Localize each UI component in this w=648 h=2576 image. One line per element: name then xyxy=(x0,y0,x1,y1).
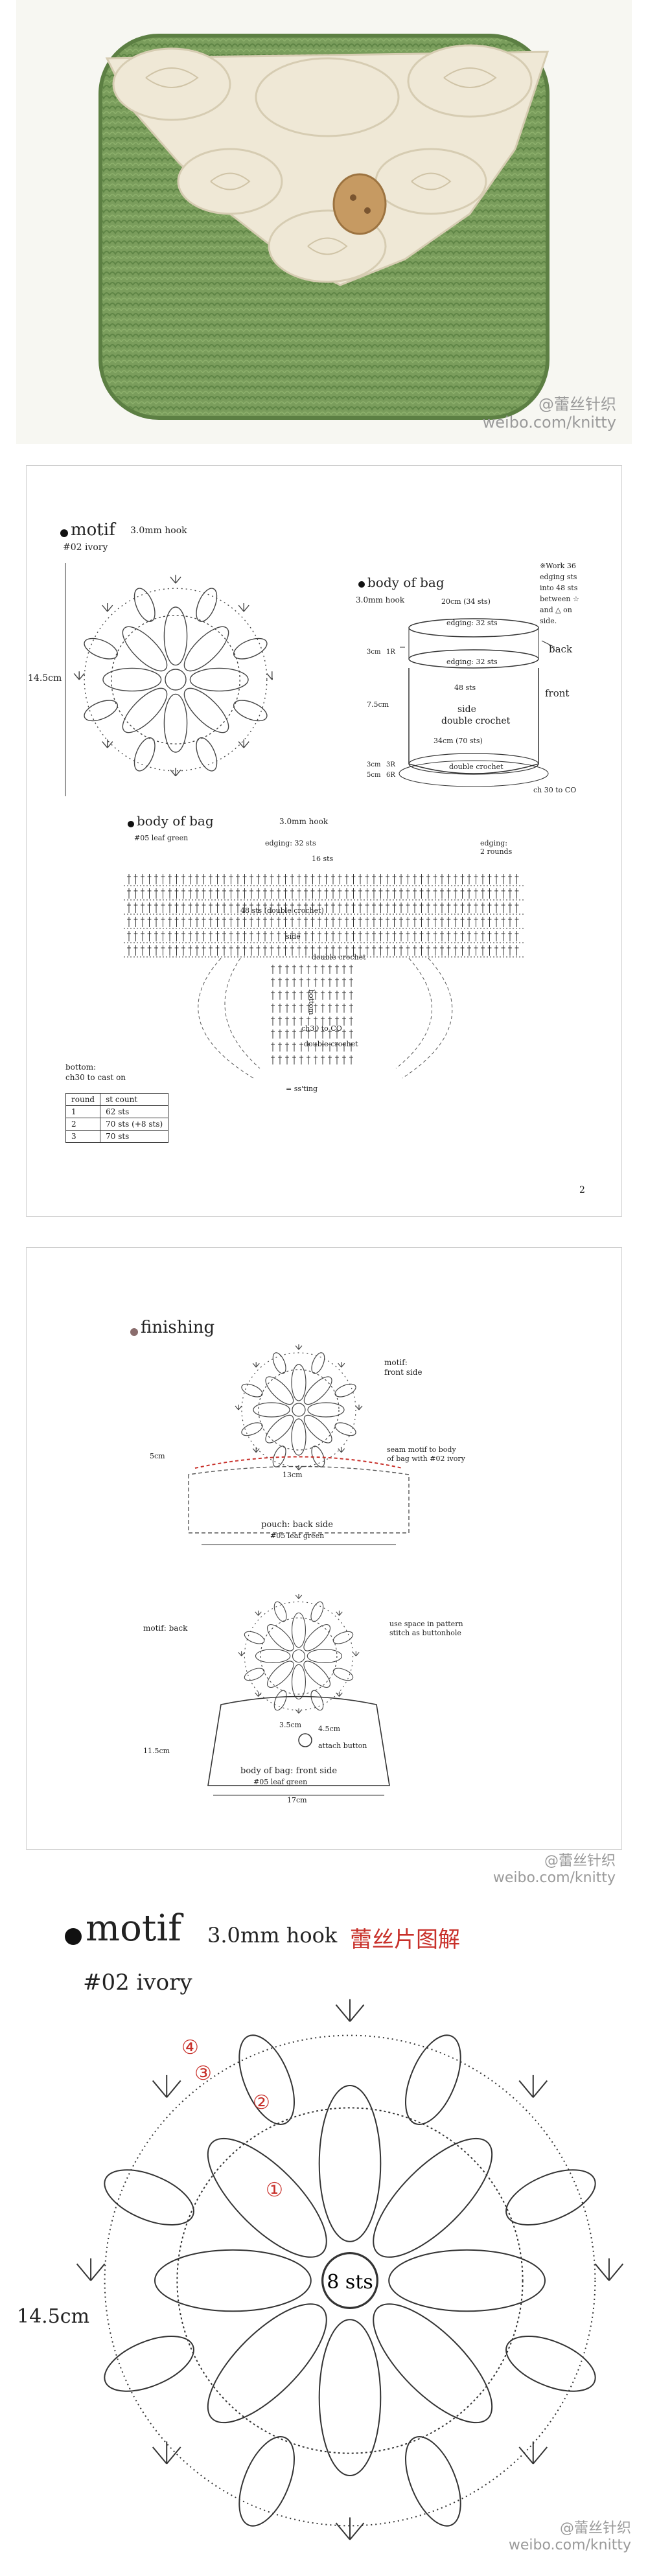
bullet xyxy=(130,1328,138,1336)
dc-bottom: double crochet xyxy=(449,763,503,771)
lace-flap xyxy=(105,44,550,286)
bb2-side: side xyxy=(286,932,301,941)
bullet xyxy=(60,529,68,537)
pattern-page-2: motif 3.0mm hook #02 ivory 14.5cm body o… xyxy=(26,465,622,1217)
motif-yarn: #02 ivory xyxy=(63,542,108,553)
motif-large-chart: 8 sts ① ② ③ ④ xyxy=(76,1999,624,2540)
bb2-title: body of bag xyxy=(137,813,214,829)
bb2-edging-rounds: edging:2 rounds xyxy=(480,839,513,856)
motif-large-hook: 3.0mm hook xyxy=(207,1923,338,1948)
edging-32-top: edging: 32 sts xyxy=(446,619,498,627)
ch30-label: ch 30 to CO xyxy=(533,786,577,794)
dim-7-5cm: 7.5cm xyxy=(367,700,389,709)
motif-large-yarn: #02 ivory xyxy=(83,1970,192,1995)
bb2-ch30: ch30 to CO xyxy=(301,1024,342,1033)
bb2-hook: 3.0mm hook xyxy=(279,817,329,826)
sts-20cm: 20cm (34 sts) xyxy=(441,597,491,606)
dim-3cm: 3cm xyxy=(367,649,381,656)
bb-front-label: body of bag: front side xyxy=(240,1766,338,1776)
motif-large-cn: 蕾丝片图解 xyxy=(350,1927,460,1953)
photo-watermark: @蕾丝针织 weibo.com/knitty xyxy=(483,395,616,431)
pattern-page-3: finishing motif:front side 5cm 13cm seam… xyxy=(26,1247,622,1850)
legend-ssting: = ss'ting xyxy=(286,1085,318,1093)
bb2-48sts: 48 sts (double crochet) xyxy=(240,906,324,915)
pouch-back-label: pouch: back side xyxy=(261,1520,333,1530)
dim-5cm: 5cm xyxy=(150,1452,165,1460)
front-label: front xyxy=(545,687,570,699)
bb2-yarn: #05 leaf green xyxy=(134,834,189,842)
page-watermark: @蕾丝针织 weibo.com/knitty xyxy=(493,1853,616,1887)
sts-48: 48 sts xyxy=(454,684,476,692)
motif-size: 14.5cm xyxy=(28,673,62,684)
round-marker-3: ③ xyxy=(194,2062,212,2085)
finishing-title: finishing xyxy=(141,1318,215,1337)
dim-3cm-b: 3cm xyxy=(367,761,381,768)
product-photo: @蕾丝针织 weibo.com/knitty xyxy=(16,0,632,444)
bullet xyxy=(358,581,365,588)
bottom-note: bottom:ch30 to cast on xyxy=(65,1063,126,1082)
page-number: 2 xyxy=(579,1185,585,1195)
motif-chart-small xyxy=(65,563,273,796)
bodybag-hook: 3.0mm hook xyxy=(356,595,405,604)
motif-large-title: motif xyxy=(86,1907,181,1949)
purse-illustration xyxy=(98,34,550,420)
small-motif-rings xyxy=(73,575,273,777)
double-crochet-label: double crochet xyxy=(441,716,511,726)
dim-4-5cm: 4.5cm xyxy=(318,1725,341,1733)
dim-3R: 3R xyxy=(386,761,395,768)
dim-17cm: 17cm xyxy=(287,1796,307,1804)
watermark-url: weibo.com/knitty xyxy=(508,2537,631,2553)
watermark-handle: @蕾丝针织 xyxy=(538,395,616,413)
round-marker-2: ② xyxy=(253,2091,270,2114)
edging-32-bottom: edging: 32 sts xyxy=(446,658,498,666)
center-label: 8 sts xyxy=(327,2271,373,2294)
motif-hook: 3.0mm hook xyxy=(130,525,187,536)
wooden-button xyxy=(332,173,387,235)
bullet xyxy=(65,1928,82,1945)
round-marker-1: ① xyxy=(266,2179,283,2202)
attach-button-label: attach button xyxy=(318,1742,367,1750)
watermark-handle: @蕾丝针织 xyxy=(559,2520,631,2536)
dim-6R: 6R xyxy=(386,772,395,779)
bag-3d-diagram xyxy=(399,618,555,787)
watermark-url: weibo.com/knitty xyxy=(492,1870,616,1886)
sts-34cm: 34cm (70 sts) xyxy=(434,737,483,745)
dim-11-5cm: 11.5cm xyxy=(143,1747,170,1755)
motif-large-size: 14.5cm xyxy=(17,2305,90,2328)
pouch-back-yarn: #05 leaf green xyxy=(270,1532,325,1540)
watermark-handle: @蕾丝针织 xyxy=(544,1853,616,1869)
dim-3-5cm: 3.5cm xyxy=(279,1721,302,1729)
bag-stitch-chart xyxy=(124,874,526,1079)
dim-13cm: 13cm xyxy=(283,1471,303,1479)
round-markers: ① ② ③ ④ xyxy=(181,2036,283,2202)
bottom-watermark: @蕾丝针织 weibo.com/knitty xyxy=(509,2520,631,2554)
motif-back-label: motif: back xyxy=(143,1624,188,1633)
dim-5cm: 5cm xyxy=(367,772,381,779)
round-marker-4: ④ xyxy=(181,2036,199,2059)
lace-petal-detail xyxy=(145,67,497,255)
back-label: back xyxy=(549,643,573,655)
motif-large-section: motif 3.0mm hook 蕾丝片图解 #02 ivory 14.5cm … xyxy=(0,1898,648,2576)
bodybag-title: body of bag xyxy=(367,575,445,590)
bullet xyxy=(128,821,134,827)
side-label: side xyxy=(457,704,476,715)
dim-1R: 1R xyxy=(386,649,395,656)
table-header: st count xyxy=(100,1093,169,1106)
motif-title: motif xyxy=(71,520,115,540)
motif-front-label: motif:front side xyxy=(384,1358,422,1377)
watermark-url: weibo.com/knitty xyxy=(482,413,616,431)
bb-front-yarn: #05 leaf green xyxy=(253,1778,308,1786)
bb2-edging-sts: edging: 32 sts xyxy=(265,839,316,847)
finishing-back-diagram xyxy=(188,1344,410,1545)
table-header: round xyxy=(65,1093,101,1106)
finishing-front-diagram xyxy=(207,1594,390,1796)
bb2-16sts: 16 sts xyxy=(312,855,334,863)
